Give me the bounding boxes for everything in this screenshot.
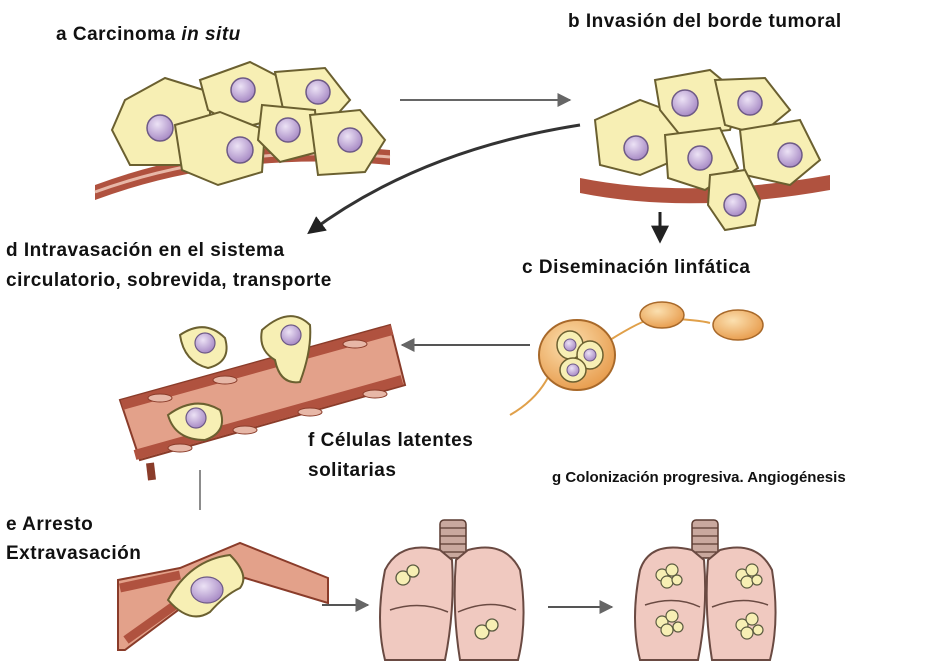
step-a-label: a Carcinoma in situ bbox=[56, 24, 241, 46]
lungs-latent-cells-illustration bbox=[380, 520, 524, 660]
step-a-prefix: a Carcinoma bbox=[56, 24, 181, 45]
carcinoma-in-situ-illustration bbox=[95, 62, 390, 200]
lungs-colonization-illustration bbox=[635, 520, 776, 660]
step-a-italic: in situ bbox=[181, 24, 240, 45]
blood-vessel-illustration bbox=[120, 316, 405, 480]
step-e-line2: Extravasación bbox=[6, 543, 141, 565]
lymphatic-illustration bbox=[510, 302, 763, 415]
step-f-line1: f Células latentes bbox=[308, 430, 473, 452]
extravasation-illustration bbox=[118, 543, 328, 650]
invasion-illustration bbox=[580, 70, 830, 230]
step-b-label: b Invasión del borde tumoral bbox=[568, 11, 842, 33]
step-d-line2: circulatorio, sobrevida, transporte bbox=[6, 270, 332, 292]
step-e-line1: e Arresto bbox=[6, 514, 93, 536]
step-f-line2: solitarias bbox=[308, 460, 396, 482]
step-d-line1: d Intravasación en el sistema bbox=[6, 240, 285, 262]
step-c-label: c Diseminación linfática bbox=[522, 257, 750, 279]
step-g-label: g Colonización progresiva. Angiogénesis bbox=[552, 469, 846, 486]
